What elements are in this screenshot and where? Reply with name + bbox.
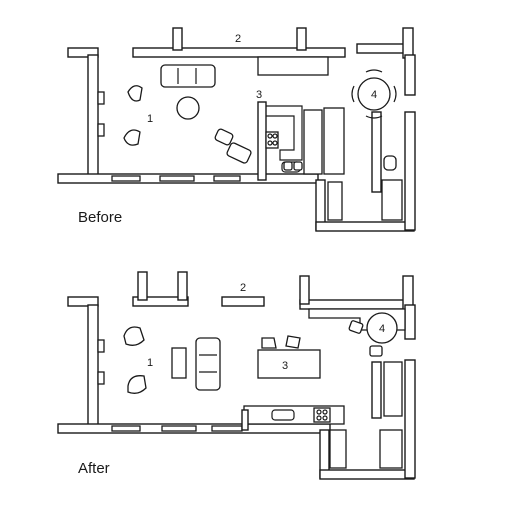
after-label-3: 3 bbox=[282, 360, 288, 372]
before-lounge-chair bbox=[226, 142, 252, 164]
before-dining-chair bbox=[365, 69, 383, 73]
before-top-wall-center bbox=[132, 47, 346, 58]
before-stool bbox=[293, 161, 303, 171]
before-plan: 1 2 3 4 Before bbox=[57, 27, 416, 232]
after-label-4: 4 bbox=[379, 323, 385, 335]
before-armchair bbox=[127, 85, 143, 102]
after-burner bbox=[322, 415, 328, 421]
before-dining-chair bbox=[351, 85, 355, 103]
after-stove bbox=[313, 407, 331, 423]
after-sofa bbox=[195, 337, 221, 391]
after-top-wall-left bbox=[67, 296, 99, 307]
after-round-table-chair bbox=[348, 320, 364, 334]
before-kitchen-counter bbox=[266, 105, 303, 161]
before-bath-partition bbox=[371, 111, 382, 193]
before-burner bbox=[272, 140, 278, 146]
after-burner bbox=[316, 415, 322, 421]
before-dining-chair bbox=[365, 115, 383, 119]
before-lounge-chair bbox=[214, 128, 234, 146]
before-bottom-window-2 bbox=[159, 175, 195, 182]
after-round-table-chair bbox=[369, 345, 383, 357]
after-bump-right-wall bbox=[404, 359, 416, 479]
before-armchair bbox=[123, 129, 141, 146]
after-caption: After bbox=[78, 460, 110, 477]
before-label-4: 4 bbox=[371, 89, 377, 101]
before-kitchen-partition bbox=[257, 101, 267, 181]
after-coffee-table bbox=[171, 347, 187, 379]
after-label-2: 2 bbox=[240, 282, 246, 294]
after-sink bbox=[271, 409, 295, 421]
before-label-3: 3 bbox=[256, 89, 262, 101]
before-bottom-window-1 bbox=[111, 175, 141, 182]
before-kitchen-island bbox=[303, 109, 323, 175]
after-left-wall bbox=[87, 304, 99, 426]
before-sofa bbox=[160, 64, 216, 88]
after-bottom-window-1 bbox=[111, 425, 141, 432]
before-dining-table bbox=[357, 77, 391, 111]
after-wall-stub-a bbox=[137, 271, 148, 301]
after-bottom-window-3 bbox=[211, 425, 243, 432]
before-left-wall bbox=[87, 54, 99, 176]
after-armchair bbox=[127, 375, 147, 394]
before-burner bbox=[272, 133, 278, 139]
before-closet bbox=[327, 181, 343, 221]
before-bath-tub bbox=[381, 179, 403, 221]
before-wall-stub-b bbox=[296, 27, 307, 51]
before-caption: Before bbox=[78, 209, 122, 226]
after-burner bbox=[316, 409, 322, 415]
after-window-left-2 bbox=[97, 371, 105, 385]
after-burner bbox=[322, 409, 328, 415]
before-round-coffee-table bbox=[176, 96, 200, 120]
before-bump-right-wall bbox=[404, 111, 416, 231]
after-bath-tub bbox=[379, 429, 403, 469]
before-fridge bbox=[323, 107, 345, 175]
before-top-wall-right bbox=[356, 43, 408, 54]
before-window-left-2 bbox=[97, 123, 105, 137]
after-window-left-1 bbox=[97, 339, 105, 353]
before-window-left-1 bbox=[97, 91, 105, 105]
before-label-2: 2 bbox=[235, 33, 241, 45]
before-bump-bottom-wall bbox=[315, 221, 415, 232]
after-armchair bbox=[123, 326, 145, 346]
before-bottom-window-3 bbox=[213, 175, 241, 182]
before-label-1: 1 bbox=[147, 113, 153, 125]
after-wall-stub-c bbox=[299, 275, 310, 305]
before-stove bbox=[265, 131, 279, 149]
before-toilet bbox=[383, 155, 397, 171]
after-bump-bottom-wall bbox=[319, 469, 415, 480]
before-burner bbox=[267, 133, 273, 139]
before-burner bbox=[267, 140, 273, 146]
after-top-wall-center-2 bbox=[221, 296, 265, 307]
after-dining-chair bbox=[261, 337, 277, 349]
after-closet bbox=[329, 429, 347, 469]
before-top-wall-left bbox=[67, 47, 99, 58]
before-wall-stub-a bbox=[172, 27, 183, 51]
after-label-1: 1 bbox=[147, 357, 153, 369]
after-top-wall-center-1 bbox=[132, 296, 189, 307]
after-wall-stub-b bbox=[177, 271, 188, 301]
before-wall-stub-c bbox=[402, 27, 414, 59]
after-plan: 1 2 3 4 After bbox=[57, 271, 416, 480]
after-right-wall-upper bbox=[404, 304, 416, 340]
after-round-table bbox=[366, 312, 398, 344]
before-stool bbox=[283, 161, 293, 171]
after-top-wall-right bbox=[299, 299, 411, 310]
after-wardrobe bbox=[383, 361, 403, 417]
before-shelf bbox=[257, 56, 329, 76]
after-dining-island bbox=[257, 349, 321, 379]
after-bath-partition bbox=[371, 361, 382, 419]
after-dining-chair bbox=[285, 335, 301, 349]
before-dining-chair bbox=[393, 85, 397, 103]
before-right-wall-upper bbox=[404, 54, 416, 96]
after-bottom-window-2 bbox=[161, 425, 197, 432]
after-kitchen-wall bbox=[241, 409, 249, 431]
